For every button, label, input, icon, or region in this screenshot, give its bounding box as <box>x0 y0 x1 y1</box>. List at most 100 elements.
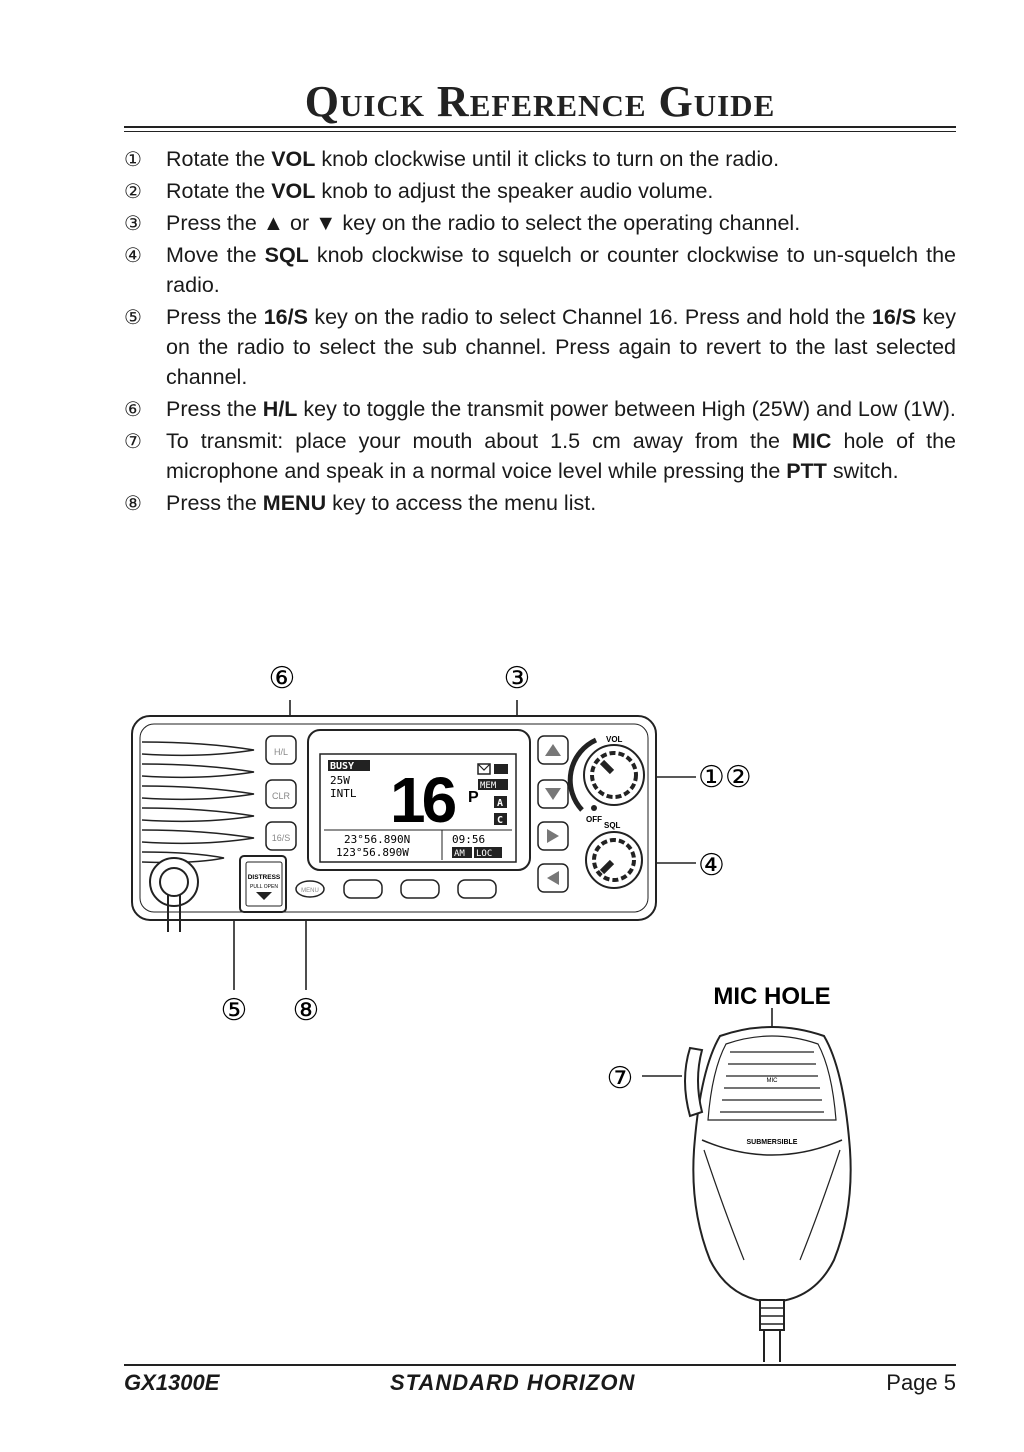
svg-text:CLR: CLR <box>272 791 291 801</box>
key-16s[interactable]: 16/S <box>265 821 297 851</box>
step-number: ③ <box>124 211 142 235</box>
lcd-longitude: 123°56.890W <box>336 846 409 859</box>
step-keyword: VOL <box>271 179 316 203</box>
step-text-run: key to toggle the transmit power between… <box>297 397 956 421</box>
lcd-channel: 16 <box>390 764 456 836</box>
step-text: Move the SQL knob clockwise to squelch o… <box>166 240 956 300</box>
svg-text:16/S: 16/S <box>272 833 291 843</box>
step-number: ② <box>124 179 142 203</box>
step-number: ⑦ <box>124 429 142 453</box>
step-text: Press the MENU key to access the menu li… <box>166 488 956 518</box>
lcd-p: P <box>468 789 479 806</box>
lcd-time: 09:56 <box>452 833 485 846</box>
callout-1-2: ①② <box>698 760 752 795</box>
step-item: ② Rotate the VOL knob to adjust the speak… <box>124 176 956 206</box>
callout-3: ③ <box>504 661 531 696</box>
sql-knob[interactable]: SQL <box>585 821 643 889</box>
lcd-content: BUSY 25W INTL 16 P MEM A C 23°56.890N 12… <box>324 760 512 860</box>
step-text-run: Press the <box>166 305 264 329</box>
vol-label: VOL <box>606 735 623 744</box>
callout-6: ⑥ <box>269 661 296 696</box>
step-keyword: MIC <box>791 429 832 453</box>
mic-hole-label: MIC HOLE <box>713 983 830 1010</box>
step-text-run: Rotate the <box>166 147 272 171</box>
step-text-run: Press the <box>166 397 263 421</box>
arrow-left-icon <box>547 871 559 885</box>
step-keyword: H/L <box>262 397 298 421</box>
step-item: ⑧ Press the MENU key to access the menu l… <box>124 488 956 518</box>
key-clr[interactable]: CLR <box>265 779 297 809</box>
step-text: Rotate the VOL knob clockwise until it c… <box>166 144 956 174</box>
lcd-am: AM <box>454 849 465 859</box>
page-title: Quick Reference Guide <box>304 77 776 126</box>
lcd-screen <box>319 753 517 863</box>
step-item: ⑦ To transmit: place your mouth about 1.5… <box>124 426 956 486</box>
distress-cover[interactable]: DISTRESS PULL OPEN <box>239 855 287 913</box>
step-text: Rotate the VOL knob to adjust the speake… <box>166 176 956 206</box>
step-text-run: Rotate the <box>166 179 272 203</box>
step-number: ④ <box>124 243 142 267</box>
step-item: ④ Move the SQL knob clockwise to squelch … <box>124 240 956 300</box>
step-keyword: 16/S <box>263 305 308 329</box>
svg-text:DISTRESS: DISTRESS <box>248 874 281 881</box>
step-text-run: Press the <box>166 491 263 515</box>
lcd-mem: MEM <box>480 781 497 791</box>
step-text: Press the H/L key to toggle the transmit… <box>166 394 956 424</box>
page-number: Page 5 <box>886 1370 956 1395</box>
callout-5: ⑤ <box>221 993 248 1028</box>
step-item: ⑥ Press the H/L key to toggle the transmi… <box>124 394 956 424</box>
lcd-busy: BUSY <box>330 761 354 772</box>
lcd-a: A <box>497 798 503 809</box>
step-text-run: knob to adjust the speaker audio volume. <box>315 179 714 203</box>
step-text-run: knob clockwise to squelch or counter clo… <box>166 243 956 297</box>
mic-brand-text: MIC <box>767 1078 779 1084</box>
step-text-run: Press the ▲ or ▼ key on the radio to sel… <box>166 211 801 235</box>
mic-connector <box>149 857 199 932</box>
mic-slots <box>720 1051 824 1113</box>
step-item: ③ Press the ▲ or ▼ key on the radio to se… <box>124 208 956 238</box>
steps-list: ① Rotate the VOL knob clockwise until it … <box>124 144 956 520</box>
lcd-power: 25W <box>330 774 350 787</box>
step-number: ① <box>124 147 142 171</box>
callout-4: ④ <box>698 848 725 883</box>
step-number: ⑥ <box>124 397 142 421</box>
step-keyword: VOL <box>271 147 316 171</box>
step-text-run: switch. <box>826 459 899 483</box>
mic-cord <box>759 1299 785 1362</box>
radio-body-inner <box>139 723 649 913</box>
svg-text:H/L: H/L <box>274 747 288 757</box>
mic-submersible: SUBMERSIBLE <box>747 1139 798 1146</box>
step-text: To transmit: place your mouth about 1.5 … <box>166 426 956 486</box>
vol-knob[interactable]: VOL OFF <box>567 735 645 824</box>
step-keyword: PTT <box>786 459 827 483</box>
soft-keys[interactable] <box>343 879 497 899</box>
ptt-switch <box>684 1046 704 1118</box>
step-keyword: SQL <box>264 243 309 267</box>
lcd-c: C <box>497 815 503 826</box>
step-text-run: hole of the microphone and speak in a no… <box>166 429 956 483</box>
arrow-down-icon <box>545 788 561 800</box>
radio-diagram: ⑥ ③ ①② ④ ⑤ ⑧ ⑦ H/L CLR <box>131 661 852 1362</box>
step-item: ① Rotate the VOL knob clockwise until it … <box>124 144 956 174</box>
step-number: ⑧ <box>124 491 142 515</box>
step-keyword: 16/S <box>871 305 917 329</box>
footer-model: GX1300E <box>124 1370 220 1395</box>
lcd-mode: INTL <box>330 787 357 800</box>
step-text: Press the ▲ or ▼ key on the radio to sel… <box>166 208 956 238</box>
arrow-up-icon <box>545 744 561 756</box>
footer-brand-logo: STANDARD HORIZON <box>390 1370 636 1395</box>
lcd-latitude: 23°56.890N <box>344 833 410 846</box>
svg-text:MENU: MENU <box>301 888 319 894</box>
step-text-run: key on the radio to select the sub chann… <box>166 305 956 389</box>
key-menu[interactable]: MENU <box>295 880 325 898</box>
callout-7: ⑦ <box>607 1061 634 1096</box>
step-keyword: MENU <box>262 491 327 515</box>
lcd-loc: LOC <box>476 849 492 859</box>
svg-text:PULL OPEN: PULL OPEN <box>250 884 278 890</box>
lcd-dsc-icon <box>494 764 508 774</box>
key-hl[interactable]: H/L <box>265 735 297 765</box>
handheld-microphone <box>684 1026 852 1304</box>
step-text-run: key on the radio to select Channel 16. P… <box>307 305 872 329</box>
footer-rule <box>124 1364 956 1366</box>
